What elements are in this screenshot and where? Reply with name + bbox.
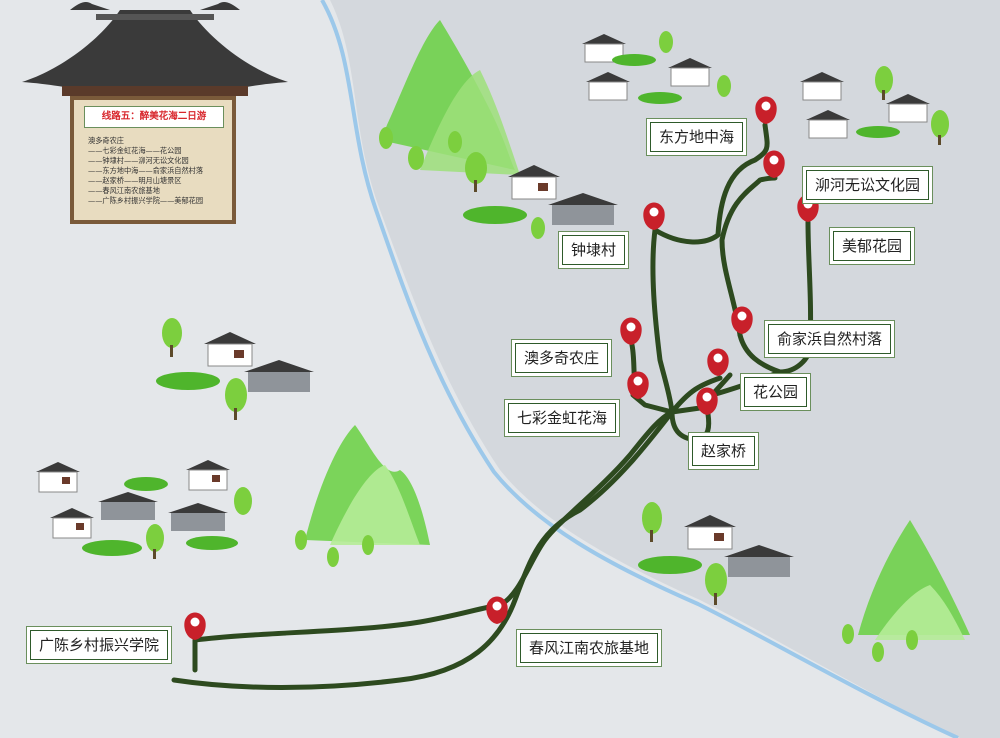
pin-icon bbox=[707, 348, 729, 376]
shrub-icons bbox=[82, 54, 900, 574]
pin-icon bbox=[763, 150, 785, 178]
place-label-yujiabang-village[interactable]: 俞家浜自然村落 bbox=[768, 324, 892, 354]
pin-icon bbox=[184, 612, 206, 640]
place-label-zhaojia-bridge[interactable]: 赵家桥 bbox=[692, 436, 756, 466]
route-stop-line: ——东方地中海——俞家浜自然村落 bbox=[88, 166, 204, 175]
mountain-center bbox=[305, 425, 430, 545]
pin-icon bbox=[755, 96, 777, 124]
location-pins bbox=[184, 96, 819, 640]
place-label-east-mediterranean[interactable]: 东方地中海 bbox=[650, 122, 744, 152]
pin-icon bbox=[627, 371, 649, 399]
place-label-rainbow-flower-sea[interactable]: 七彩金虹花海 bbox=[508, 403, 617, 433]
pin-icon bbox=[696, 387, 718, 415]
pin-icon bbox=[620, 317, 642, 345]
route-info-board: 线路五：醉美花海二日游 澳多奇农庄 ——七彩金虹花海——花公园 ——钟埭村——泖… bbox=[70, 96, 236, 224]
river bbox=[320, 0, 959, 738]
route-stop-line: ——赵家桥——明月山塘景区 bbox=[88, 176, 182, 185]
route-stop-line: ——广陈乡村振兴学院——美郁花园 bbox=[88, 196, 204, 205]
board-title: 线路五：醉美花海二日游 bbox=[84, 106, 224, 128]
place-label-aoduoqi-farm[interactable]: 澳多奇农庄 bbox=[515, 343, 609, 373]
route-stop-line: ——七彩金虹花海——花公园 bbox=[88, 146, 182, 155]
place-label-guangchen-academy[interactable]: 广陈乡村振兴学院 bbox=[30, 630, 169, 660]
place-label-meiyu-garden[interactable]: 美郁花园 bbox=[833, 231, 912, 261]
mountain-north bbox=[380, 20, 520, 175]
pavilion-roof-icon bbox=[22, 2, 288, 96]
mountain-south-east bbox=[858, 520, 970, 640]
pin-icon bbox=[731, 306, 753, 334]
route-stop-line: ——钟埭村——泖河无讼文化园 bbox=[88, 156, 189, 165]
route-stop-line: 澳多奇农庄 bbox=[88, 136, 124, 145]
place-label-flower-park[interactable]: 花公园 bbox=[744, 377, 808, 407]
route-stop-line: ——春风江南农旅基地 bbox=[88, 186, 160, 195]
pin-icon bbox=[643, 202, 665, 230]
place-label-maohe-culture-park[interactable]: 泖河无讼文化园 bbox=[806, 170, 930, 200]
house-icons bbox=[36, 34, 930, 577]
place-label-chunfeng-agri-base[interactable]: 春风江南农旅基地 bbox=[520, 633, 659, 663]
pin-icon bbox=[797, 194, 819, 222]
pin-icon bbox=[486, 596, 508, 624]
route-stop-list: 澳多奇农庄 ——七彩金虹花海——花公园 ——钟埭村——泖河无讼文化园 ——东方地… bbox=[88, 136, 203, 206]
tree-icons bbox=[146, 31, 949, 662]
place-label-zhongdai-village[interactable]: 钟埭村 bbox=[562, 235, 626, 265]
